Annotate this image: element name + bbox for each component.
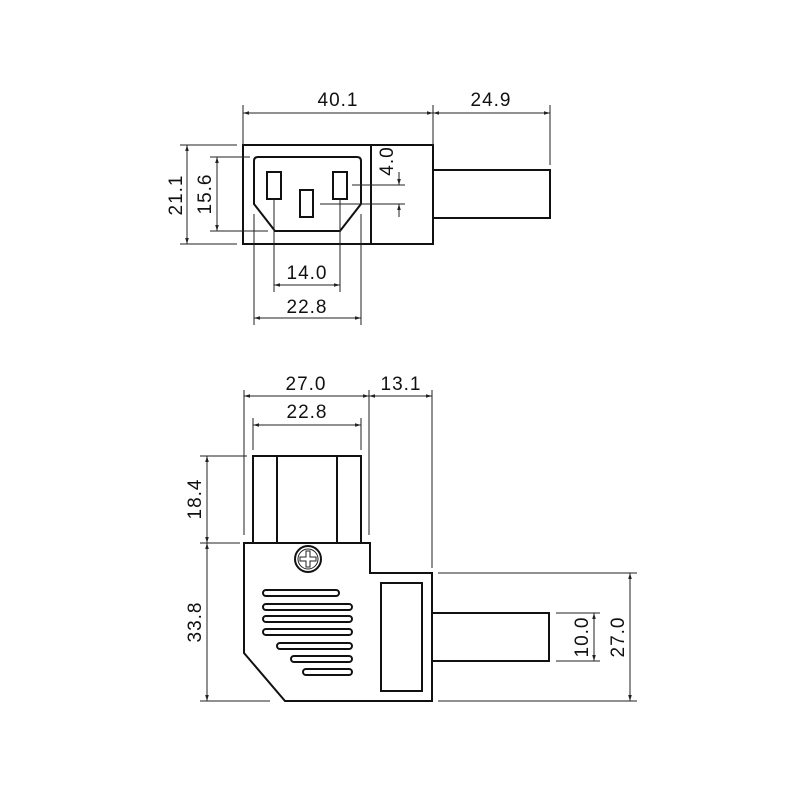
grip-slots <box>262 589 353 676</box>
dim-label: 27.0 <box>608 617 629 658</box>
dim-label: 14.0 <box>287 263 328 284</box>
dim-side-socket-width: 22.8 <box>252 402 362 450</box>
dim-side-cable-offset: 13.1 <box>369 374 433 568</box>
dim-label: 22.8 <box>287 402 328 423</box>
label-window <box>380 582 423 692</box>
dim-top-pin-spacing: 14.0 <box>273 199 341 292</box>
dim-top-socket-height: 15.6 <box>195 156 268 232</box>
socket-pin-right <box>332 171 348 200</box>
socket-pin-left <box>266 171 282 200</box>
top-cable <box>433 169 551 219</box>
dim-top-cable-length: 24.9 <box>433 90 551 165</box>
socket-outline <box>253 156 362 232</box>
dim-side-body-height: 33.8 <box>185 543 270 702</box>
dim-side-cable-diameter: 10.0 <box>556 612 600 662</box>
dim-side-body-width: 27.0 <box>243 374 370 535</box>
socket-pin-earth <box>299 189 314 218</box>
dim-label: 27.0 <box>286 374 327 395</box>
dim-top-body-length: 40.1 <box>242 90 434 145</box>
dim-label: 33.8 <box>185 602 206 643</box>
dim-top-socket-width: 22.8 <box>253 214 362 325</box>
top-body-outline <box>242 144 434 245</box>
dim-side-socket-depth: 18.4 <box>185 455 247 544</box>
side-body-outline <box>243 542 433 702</box>
side-view: 27.0 13.1 22.8 18.4 33.8 <box>185 374 637 702</box>
dim-label: 13.1 <box>381 374 422 395</box>
dim-label: 18.4 <box>185 479 206 520</box>
dim-label: 22.8 <box>287 297 328 318</box>
dim-label: 40.1 <box>318 90 359 111</box>
dim-label: 4.0 <box>377 146 398 175</box>
dim-label: 21.1 <box>166 175 187 216</box>
dim-label: 15.6 <box>195 174 216 215</box>
top-view: 40.1 24.9 21.1 15.6 4.0 <box>166 90 551 325</box>
side-cable <box>432 612 550 662</box>
dim-label: 10.0 <box>572 617 593 658</box>
dim-top-pin-offset: 4.0 <box>320 146 405 217</box>
screw-icon <box>294 545 322 573</box>
dim-top-body-height: 21.1 <box>166 144 237 245</box>
dim-label: 24.9 <box>471 90 512 111</box>
socket-shroud <box>252 455 362 544</box>
dim-side-housing-height: 27.0 <box>438 572 637 702</box>
